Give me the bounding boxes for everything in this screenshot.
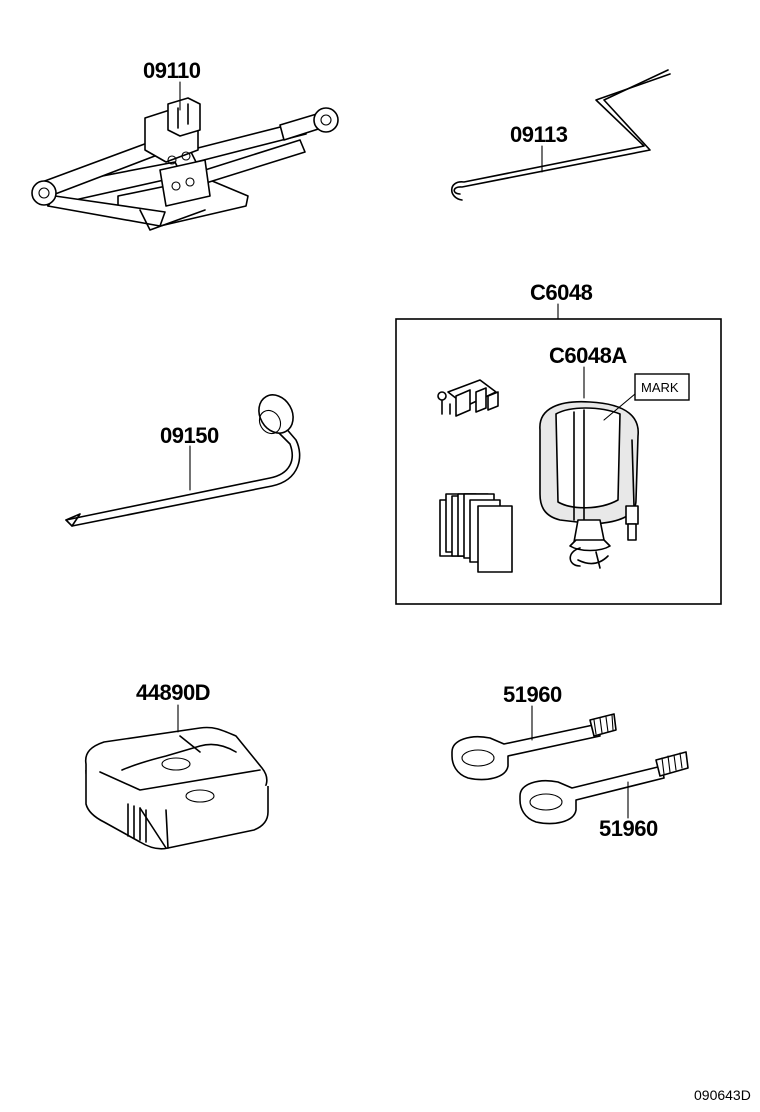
wheel-nut-wrench-drawing (65, 394, 301, 527)
jack-handle-drawing (450, 69, 671, 201)
part-number-sealant-bottle: C6048A (549, 343, 627, 368)
scissor-jack-drawing (31, 97, 339, 231)
mark-callout-box (634, 373, 690, 401)
part-number-tool-bag: 44890D (136, 680, 210, 705)
towing-eye-upper-drawing (451, 713, 617, 781)
instruction-sheets-drawing (439, 493, 513, 573)
figure-id: 090643D (694, 1087, 751, 1103)
part-number-towing-eye-upper: 51960 (503, 682, 562, 707)
part-number-wrench: 09150 (160, 423, 219, 448)
tool-bag-drawing (84, 726, 269, 850)
mark-leader-line (603, 393, 636, 421)
mark-label: MARK (641, 380, 679, 395)
sealant-bottle-drawing (539, 400, 639, 569)
part-number-jack-handle: 09113 (510, 122, 568, 147)
towing-eye-lower-drawing (519, 751, 689, 825)
part-number-repair-kit: C6048 (530, 280, 593, 305)
valve-connector-drawing (437, 379, 499, 417)
part-number-towing-eye-lower: 51960 (599, 816, 658, 841)
part-number-jack: 09110 (143, 58, 201, 83)
repair-kit-frame (395, 318, 722, 605)
